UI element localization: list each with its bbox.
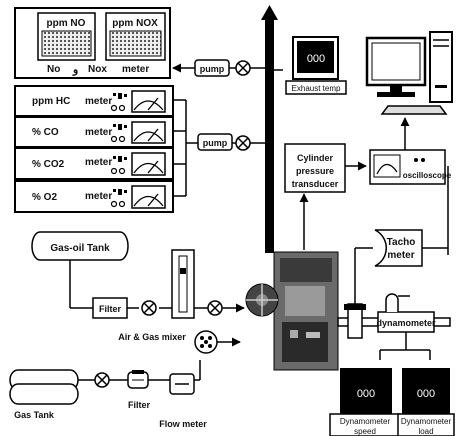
dyno-speed-line1: Dynamometer bbox=[340, 417, 391, 426]
gas-oil-tank-label: Gas-oil Tank bbox=[50, 243, 110, 254]
analyzer-o2-gas: % O2 bbox=[32, 192, 57, 203]
flow-meter: Flow meter bbox=[159, 374, 207, 429]
analyzer-hc-gas: ppm HC bbox=[32, 96, 70, 107]
transducer-line1: Cylinder bbox=[297, 153, 334, 163]
engine bbox=[246, 252, 338, 370]
fuel-filter-label: Filter bbox=[99, 304, 122, 314]
exhaust-temp-reading: 000 bbox=[307, 53, 325, 65]
tacho-line2: meter bbox=[387, 250, 414, 261]
analyzer-co-label: meter bbox=[85, 127, 112, 138]
pump-nox: pump bbox=[173, 60, 268, 76]
analyzer-co2-label: meter bbox=[85, 157, 112, 168]
analyzer-co: % CO meter bbox=[15, 117, 173, 147]
analyzer-hc-label: meter bbox=[85, 96, 112, 107]
gas-valve bbox=[95, 373, 109, 387]
analyzer-o2-label: meter bbox=[85, 191, 112, 202]
fuel-filter: Filter bbox=[93, 298, 127, 318]
dyno-output-lines bbox=[380, 332, 430, 360]
analyzer-hc: ppm HC meter bbox=[15, 86, 173, 116]
transducer-line3: transducer bbox=[292, 179, 339, 189]
nox-label-no: No bbox=[47, 64, 60, 75]
analyzer-manifold-lines bbox=[173, 100, 198, 196]
dyno-load-line2: load bbox=[418, 427, 433, 436]
analyzer-co-gas: % CO bbox=[32, 127, 59, 138]
no-keypad bbox=[42, 31, 91, 56]
mixer-label: Air & Gas mixer bbox=[118, 332, 186, 342]
gas-line-to-mixer bbox=[194, 360, 200, 380]
exhaust-arrow-icon bbox=[261, 5, 278, 20]
transducer-line2: pressure bbox=[296, 166, 334, 176]
dyno-load-line1: Dynamometer bbox=[401, 417, 452, 426]
air-gas-mixer: Air & Gas mixer bbox=[118, 250, 194, 342]
nox-label-nox: Nox bbox=[88, 64, 107, 75]
dyno-load-monitor: 000 Dynamometer load bbox=[398, 368, 454, 436]
computer-icon bbox=[367, 32, 452, 114]
mixer-valve bbox=[208, 301, 222, 315]
cylinder-pressure-transducer: Cylinder pressure transducer bbox=[285, 144, 345, 192]
analyzer-o2-gauge bbox=[132, 186, 165, 208]
dyno-speed-line2: speed bbox=[354, 427, 376, 436]
air-intake-icon bbox=[195, 331, 240, 353]
oscilloscope: oscilloscope bbox=[370, 150, 452, 184]
dyno-load-reading: 000 bbox=[417, 388, 435, 400]
dyno-speed-monitor: 000 Dynamometer speed bbox=[330, 368, 400, 436]
tacho-line1: Tacho bbox=[387, 237, 416, 248]
gas-filter-label: Filter bbox=[128, 400, 151, 410]
flow-meter-label: Flow meter bbox=[159, 419, 207, 429]
nox-label-meter: meter bbox=[122, 64, 149, 75]
dynamometer: dynamometer bbox=[376, 294, 436, 332]
valve-nox bbox=[236, 61, 250, 75]
analyzer-co-gauge bbox=[132, 122, 165, 143]
tacho-meter: Tacho meter bbox=[375, 230, 422, 266]
exhaust-pipe bbox=[261, 5, 278, 253]
valve-analyzers bbox=[236, 136, 250, 150]
dyno-speed-reading: 000 bbox=[357, 388, 375, 400]
analyzer-co2-gauge bbox=[132, 153, 165, 175]
nox-display-label: ppm NOX bbox=[112, 18, 158, 29]
analyzer-co2: % CO2 meter bbox=[15, 148, 173, 179]
analyzer-co2-gas: % CO2 bbox=[32, 159, 65, 170]
gas-filter: Filter bbox=[128, 370, 151, 410]
exhaust-temp-label: Exhaust temp bbox=[292, 84, 341, 93]
nox-keypad bbox=[110, 31, 161, 56]
gas-oil-tank: Gas-oil Tank bbox=[32, 232, 128, 260]
analyzer-o2: % O2 meter bbox=[15, 181, 173, 212]
pump-analyzers-label: pump bbox=[203, 138, 228, 148]
no-display-label: ppm NO bbox=[47, 18, 86, 29]
oscilloscope-label: oscilloscope bbox=[403, 171, 452, 180]
dynamometer-label: dynamometer bbox=[376, 318, 436, 328]
analyzer-hc-gauge bbox=[132, 91, 165, 112]
nox-meter: ppm NO ppm NOX No و Nox meter bbox=[15, 8, 170, 78]
fuel-valve bbox=[142, 301, 156, 315]
nox-label-and: و bbox=[72, 64, 78, 76]
pump-nox-label: pump bbox=[200, 64, 225, 74]
exhaust-temp-monitor: 000 Exhaust temp bbox=[274, 37, 346, 94]
gas-tank: Gas Tank bbox=[10, 370, 95, 420]
gas-tank-label: Gas Tank bbox=[14, 410, 55, 420]
pump-analyzers: pump bbox=[198, 134, 268, 150]
